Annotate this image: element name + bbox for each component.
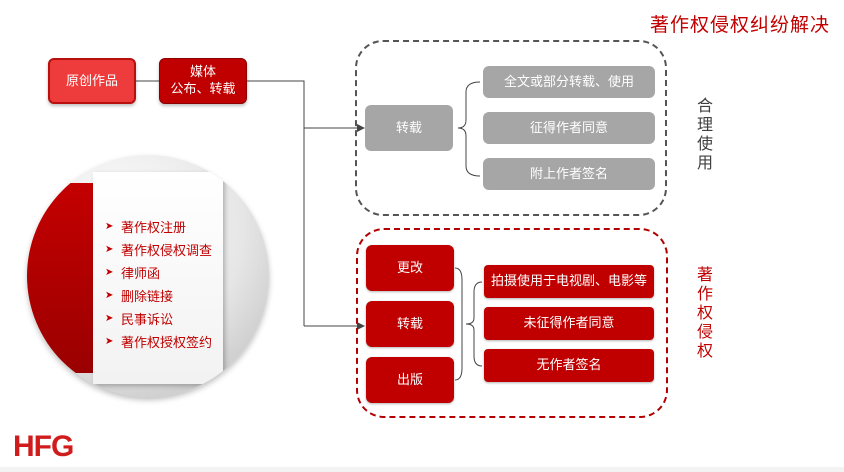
media-line1: 媒体 bbox=[189, 65, 216, 80]
media-publish-box: 媒体 公布、转载 bbox=[159, 58, 247, 104]
remedy-label: 著作权注册 bbox=[121, 221, 187, 236]
arrow-right-icon: ➤ bbox=[105, 290, 114, 301]
remedy-item: ➤ 著作权侵权调查 bbox=[105, 238, 212, 261]
remedy-label: 律师函 bbox=[121, 267, 161, 282]
fair-use-repost-box: 转载 bbox=[365, 105, 453, 151]
arrow-right-icon: ➤ bbox=[105, 267, 114, 278]
infringement-condition-brace bbox=[465, 281, 483, 367]
remedy-item: ➤ 著作权注册 bbox=[105, 215, 212, 238]
remedy-label: 著作权侵权调查 bbox=[121, 244, 213, 259]
page-title: 著作权侵权纠纷解决 bbox=[649, 14, 830, 36]
arrow-right-icon: ➤ bbox=[105, 244, 114, 255]
infringement-condition-2: 未征得作者同意 bbox=[484, 307, 654, 340]
fair-use-brace bbox=[457, 81, 481, 177]
remedies-list: ➤ 著作权注册 ➤ 著作权侵权调查 ➤ 律师函 ➤ 删除链接 ➤ 民事诉讼 ➤ 著作权授权签… bbox=[105, 215, 212, 353]
remedy-item: ➤ 民事诉讼 bbox=[105, 307, 212, 330]
arrow-right-icon: ➤ bbox=[105, 221, 114, 232]
infringement-action-brace bbox=[454, 267, 463, 381]
infringement-condition-1: 拍摄使用于电视剧、电影等 bbox=[484, 265, 654, 298]
remedy-item: ➤ 律师函 bbox=[105, 261, 212, 284]
infringement-action-repost: 转载 bbox=[366, 301, 454, 347]
fair-use-group bbox=[355, 40, 667, 216]
infringement-condition-3: 无作者签名 bbox=[484, 349, 654, 382]
fair-use-label: 合 理 使 用 bbox=[696, 96, 713, 172]
hfg-logo: HFG bbox=[13, 430, 74, 463]
remedy-label: 民事诉讼 bbox=[121, 313, 174, 328]
infringement-action-modify: 更改 bbox=[366, 245, 454, 291]
remedies-red-band bbox=[27, 183, 93, 373]
remedy-label: 删除链接 bbox=[121, 290, 174, 305]
remedy-label: 著作权授权签约 bbox=[121, 336, 213, 351]
media-line2: 公布、转载 bbox=[170, 82, 236, 97]
remedies-circle: ➤ 著作权注册 ➤ 著作权侵权调查 ➤ 律师函 ➤ 删除链接 ➤ 民事诉讼 ➤ 著作权授权签… bbox=[27, 155, 269, 397]
fair-use-condition-2: 征得作者同意 bbox=[483, 112, 655, 144]
connector-media-trunk bbox=[247, 80, 305, 326]
original-work-box: 原创作品 bbox=[48, 58, 136, 104]
infringement-group bbox=[356, 228, 668, 418]
fair-use-condition-3: 附上作者签名 bbox=[483, 158, 655, 190]
footer-divider bbox=[0, 467, 844, 472]
infringement-label: 著 作 权 侵 权 bbox=[696, 265, 713, 360]
remedy-item: ➤ 删除链接 bbox=[105, 284, 212, 307]
arrow-right-icon: ➤ bbox=[105, 336, 114, 347]
remedy-item: ➤ 著作权授权签约 bbox=[105, 330, 212, 353]
fair-use-condition-1: 全文或部分转载、使用 bbox=[483, 66, 655, 98]
infringement-action-publish: 出版 bbox=[366, 357, 454, 403]
arrow-right-icon: ➤ bbox=[105, 313, 114, 324]
remedies-panel bbox=[93, 172, 223, 384]
